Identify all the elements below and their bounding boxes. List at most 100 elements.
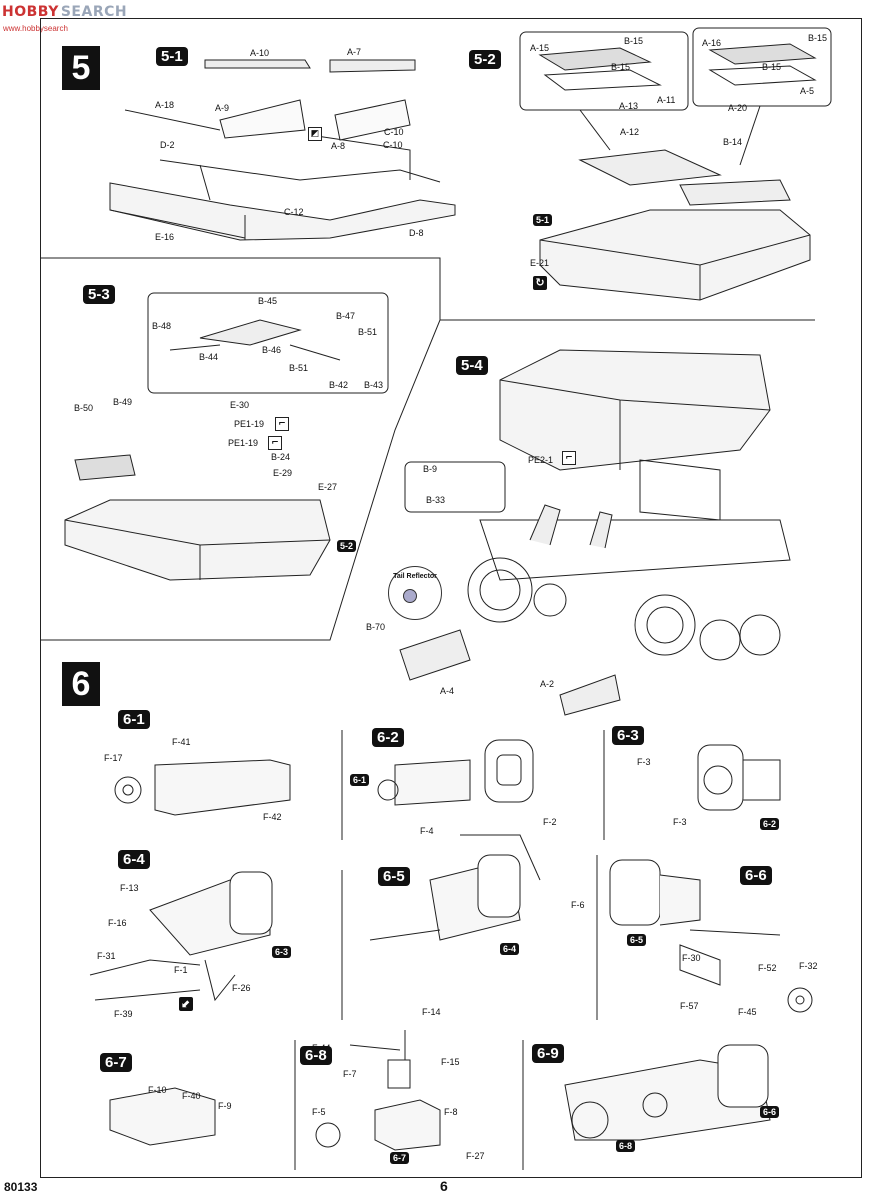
part-label: F-1 bbox=[174, 965, 188, 975]
part-label: A-5 bbox=[800, 86, 815, 96]
part-label: F-45 bbox=[738, 1007, 757, 1017]
section-5-number: 5 bbox=[62, 46, 100, 90]
part-label: B-14 bbox=[723, 137, 743, 147]
divider-5-3 bbox=[40, 258, 440, 640]
part-label: F-27 bbox=[466, 1151, 485, 1161]
ref-5-2: 5-2 bbox=[337, 540, 357, 552]
part-label: F-10 bbox=[148, 1085, 167, 1095]
step-6-4: 6-4 bbox=[118, 850, 150, 869]
part-label: A-11 bbox=[657, 95, 676, 105]
part-label: C-12 bbox=[284, 207, 304, 217]
part-label: F-6 bbox=[571, 900, 585, 910]
part-label: F-42 bbox=[263, 812, 282, 822]
part-label: A-12 bbox=[620, 127, 640, 137]
part-label: F-3 bbox=[673, 817, 687, 827]
section-6-number: 6 bbox=[62, 662, 100, 706]
part-label: F-17 bbox=[104, 753, 123, 763]
part-label: E-29 bbox=[273, 468, 293, 478]
part-label: F-2 bbox=[543, 817, 557, 827]
rotate-icon: ↻ bbox=[533, 276, 547, 290]
part-label: E-30 bbox=[230, 400, 250, 410]
part-label: B-43 bbox=[364, 380, 384, 390]
kit-code: 80133 bbox=[4, 1180, 38, 1194]
part-label: A-8 bbox=[331, 141, 346, 151]
part-label: F-4 bbox=[420, 826, 434, 836]
part-label: A-18 bbox=[155, 100, 175, 110]
ref-6-8: 6-8 bbox=[616, 1140, 636, 1152]
part-label: B-9 bbox=[423, 464, 438, 474]
part-label: B-24 bbox=[271, 452, 291, 462]
part-label: B-33 bbox=[426, 495, 446, 505]
part-label: F-9 bbox=[218, 1101, 232, 1111]
part-label: F-57 bbox=[680, 1001, 699, 1011]
page-number: 6 bbox=[440, 1178, 448, 1194]
ref-6-6: 6-6 bbox=[760, 1106, 780, 1118]
part-label: F-13 bbox=[120, 883, 139, 893]
ref-5-1: 5-1 bbox=[533, 214, 553, 226]
step-6-7: 6-7 bbox=[100, 1053, 132, 1072]
part-label: B-51 bbox=[289, 363, 309, 373]
part-label: B-15 bbox=[808, 33, 828, 43]
part-label: C-10 bbox=[383, 140, 403, 150]
step-5-2: 5-2 bbox=[469, 50, 501, 69]
part-label: B-49 bbox=[113, 397, 133, 407]
glue-icon: ◩ bbox=[308, 127, 322, 141]
part-label: PE2-1 bbox=[528, 455, 554, 465]
part-label: B-50 bbox=[74, 403, 94, 413]
part-label: B-15 bbox=[762, 62, 782, 72]
part-label: F-52 bbox=[758, 963, 777, 973]
tail-reflector-icon bbox=[403, 589, 417, 603]
part-label: E-21 bbox=[530, 258, 550, 268]
part-label: B-47 bbox=[336, 311, 356, 321]
part-label: F-31 bbox=[97, 951, 116, 961]
part-label: F-32 bbox=[799, 961, 818, 971]
ref-6-3: 6-3 bbox=[272, 946, 292, 958]
step-6-2: 6-2 bbox=[372, 728, 404, 747]
part-label: F-3 bbox=[637, 757, 651, 767]
step-6-1: 6-1 bbox=[118, 710, 150, 729]
part-label: E-27 bbox=[318, 482, 338, 492]
step-6-6: 6-6 bbox=[740, 866, 772, 885]
ref-6-2: 6-2 bbox=[760, 818, 780, 830]
step-5-3: 5-3 bbox=[83, 285, 115, 304]
part-label: F-26 bbox=[232, 983, 251, 993]
part-label: F-30 bbox=[682, 953, 701, 963]
part-label: F-14 bbox=[422, 1007, 441, 1017]
part-label: E-16 bbox=[155, 232, 175, 242]
part-label: A-9 bbox=[215, 103, 230, 113]
part-label: A-13 bbox=[619, 101, 639, 111]
rotate-arrow-icon: ⬋ bbox=[179, 997, 193, 1011]
part-label: A-4 bbox=[440, 686, 455, 696]
photo-etch-icon: ⌐ bbox=[562, 451, 576, 465]
part-label: B-42 bbox=[329, 380, 349, 390]
step-6-3: 6-3 bbox=[612, 726, 644, 745]
part-label: F-8 bbox=[444, 1107, 458, 1117]
step-5-1: 5-1 bbox=[156, 47, 188, 66]
part-label: A-7 bbox=[347, 47, 362, 57]
part-label: F-41 bbox=[172, 737, 191, 747]
part-label: A-20 bbox=[728, 103, 748, 113]
page-frame bbox=[40, 18, 862, 1178]
part-label: F-16 bbox=[108, 918, 127, 928]
step-6-8: 6-8 bbox=[300, 1046, 332, 1065]
part-label: B-70 bbox=[366, 622, 386, 632]
part-label: C-10 bbox=[384, 127, 404, 137]
part-label: A-10 bbox=[250, 48, 270, 58]
part-label: A-2 bbox=[540, 679, 555, 689]
part-label: PE1-19 bbox=[234, 419, 265, 429]
ref-6-7: 6-7 bbox=[390, 1152, 410, 1164]
ref-6-4: 6-4 bbox=[500, 943, 520, 955]
part-label: B-51 bbox=[358, 327, 378, 337]
part-label: D-8 bbox=[409, 228, 424, 238]
part-label: F-39 bbox=[114, 1009, 133, 1019]
photo-etch-icon: ⌐ bbox=[275, 417, 289, 431]
part-label: F-7 bbox=[343, 1069, 357, 1079]
step-5-4: 5-4 bbox=[456, 356, 488, 375]
part-label: B-15 bbox=[611, 62, 631, 72]
part-label: F-44 bbox=[312, 1043, 331, 1053]
part-label: A-15 bbox=[530, 43, 550, 53]
part-label: B-45 bbox=[258, 296, 278, 306]
part-label: F-40 bbox=[182, 1091, 201, 1101]
